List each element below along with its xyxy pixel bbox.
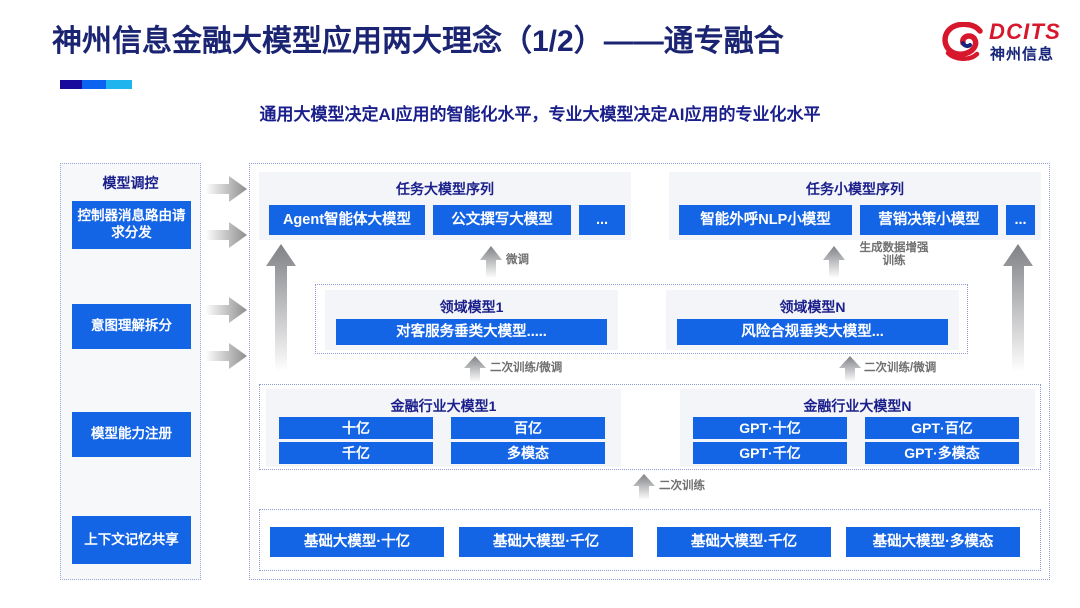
logo-chinese-name: 神州信息 bbox=[990, 46, 1055, 63]
task-small-box-1[interactable]: 智能外呼NLP小模型 bbox=[679, 205, 852, 235]
panel-task-large-model: 任务大模型序列 Agent智能体大模型 公文撰写大模型 ... bbox=[259, 172, 631, 240]
panel-domain-model-n: 领域模型N 风险合规垂类大模型... bbox=[666, 290, 959, 350]
page-subtitle: 通用大模型决定AI应用的智能化水平，专业大模型决定AI应用的专业化水平 bbox=[259, 105, 821, 124]
task-large-box-1[interactable]: Agent智能体大模型 bbox=[269, 205, 425, 235]
sidebar-item-capability-register[interactable]: 模型能力注册 bbox=[72, 412, 191, 457]
arrow-label-second-train: 二次训练 bbox=[659, 480, 705, 492]
flow-arrow-right-3 bbox=[205, 297, 247, 323]
task-small-box-2[interactable]: 营销决策小模型 bbox=[860, 205, 998, 235]
panel-title-industry-n: 金融行业大模型N bbox=[803, 398, 912, 414]
panel-industry-model-n: 金融行业大模型N GPT·十亿 GPT·百亿 GPT·千亿 GPT·多模态 bbox=[680, 389, 1035, 467]
panel-domain-model-1: 领域模型1 对客服务垂类大模型..... bbox=[325, 290, 618, 350]
task-large-box-3[interactable]: ... bbox=[579, 205, 625, 235]
panel-title-industry-1: 金融行业大模型1 bbox=[390, 398, 497, 414]
flow-arrow-right-2 bbox=[205, 222, 247, 248]
panel-title-task-small: 任务小模型序列 bbox=[806, 181, 904, 197]
panel-title-domain-1: 领域模型1 bbox=[439, 299, 504, 315]
flow-arrow-up-retrain-left bbox=[464, 356, 486, 382]
sidebar-item-controller-routing[interactable]: 控制器消息路由请求分发 bbox=[72, 201, 191, 249]
flow-arrow-right-4 bbox=[205, 343, 247, 369]
arrow-label-data-aug-line2: 训练 bbox=[882, 255, 906, 268]
flow-arrow-up-retrain-right bbox=[839, 356, 861, 382]
flow-arrow-up-fine-tune-left bbox=[480, 246, 502, 278]
foundation-box-1[interactable]: 基础大模型·十亿 bbox=[270, 527, 444, 557]
arrow-label-data-aug: 生成数据增强 训练 bbox=[848, 242, 940, 268]
arrow-label-data-aug-line1: 生成数据增强 bbox=[859, 242, 929, 254]
sidebar-model-control: 模型调控 控制器消息路由请求分发 意图理解拆分 模型能力注册 上下文记忆共享 bbox=[60, 163, 201, 580]
panel-title-domain-n: 领域模型N bbox=[779, 299, 846, 315]
domain-model-1-box[interactable]: 对客服务垂类大模型..... bbox=[336, 319, 607, 345]
flow-arrow-up-tall-left bbox=[266, 244, 296, 372]
panel-title-task-large: 任务大模型序列 bbox=[396, 181, 494, 197]
sidebar-title: 模型调控 bbox=[102, 175, 159, 191]
industry-1-box-1[interactable]: 十亿 bbox=[279, 417, 433, 439]
page-title: 神州信息金融大模型应用两大理念（1/2）——通专融合 bbox=[52, 25, 784, 58]
task-small-box-3[interactable]: ... bbox=[1006, 205, 1035, 235]
arrow-label-retrain-left: 二次训练/微调 bbox=[490, 362, 563, 374]
flow-arrow-up-second-train bbox=[633, 474, 655, 500]
task-large-box-2[interactable]: 公文撰写大模型 bbox=[433, 205, 571, 235]
architecture-main: 任务大模型序列 Agent智能体大模型 公文撰写大模型 ... 任务小模型序列 … bbox=[249, 163, 1050, 580]
industry-model-group: 金融行业大模型1 十亿 百亿 千亿 多模态 金融行业大模型N GPT·十亿 GP… bbox=[259, 384, 1041, 470]
foundation-box-3[interactable]: 基础大模型·千亿 bbox=[657, 527, 831, 557]
sidebar-item-intent-understanding[interactable]: 意图理解拆分 bbox=[72, 304, 191, 349]
flow-arrow-up-tall-right bbox=[1003, 244, 1033, 372]
arrow-label-retrain-right: 二次训练/微调 bbox=[864, 362, 937, 374]
swirl-icon bbox=[942, 22, 983, 61]
industry-1-box-2[interactable]: 百亿 bbox=[451, 417, 605, 439]
foundation-model-group: 基础大模型·十亿 基础大模型·千亿 基础大模型·千亿 基础大模型·多模态 bbox=[259, 509, 1041, 571]
industry-n-box-3[interactable]: GPT·千亿 bbox=[693, 442, 847, 464]
industry-n-box-4[interactable]: GPT·多模态 bbox=[865, 442, 1019, 464]
accent-segment-3 bbox=[106, 80, 132, 89]
accent-segment-1 bbox=[60, 80, 82, 89]
industry-1-box-4[interactable]: 多模态 bbox=[451, 442, 605, 464]
foundation-box-2[interactable]: 基础大模型·千亿 bbox=[459, 527, 633, 557]
dcits-logo: DCITS 神州信息 bbox=[942, 18, 1066, 70]
logo-wordmark: DCITS bbox=[989, 19, 1061, 44]
flow-arrow-right-1 bbox=[205, 176, 247, 202]
flow-arrow-up-data-aug bbox=[823, 246, 845, 278]
accent-bar bbox=[60, 80, 132, 89]
accent-segment-2 bbox=[82, 80, 106, 89]
domain-model-group: 领域模型1 对客服务垂类大模型..... 领域模型N 风险合规垂类大模型... bbox=[315, 284, 968, 354]
sidebar-item-context-memory[interactable]: 上下文记忆共享 bbox=[72, 516, 191, 564]
arrow-label-fine-tune-left: 微调 bbox=[506, 254, 529, 266]
industry-n-box-2[interactable]: GPT·百亿 bbox=[865, 417, 1019, 439]
foundation-box-4[interactable]: 基础大模型·多模态 bbox=[846, 527, 1020, 557]
panel-industry-model-1: 金融行业大模型1 十亿 百亿 千亿 多模态 bbox=[266, 389, 621, 467]
domain-model-n-box[interactable]: 风险合规垂类大模型... bbox=[677, 319, 948, 345]
industry-1-box-3[interactable]: 千亿 bbox=[279, 442, 433, 464]
panel-task-small-model: 任务小模型序列 智能外呼NLP小模型 营销决策小模型 ... bbox=[669, 172, 1041, 240]
industry-n-box-1[interactable]: GPT·十亿 bbox=[693, 417, 847, 439]
